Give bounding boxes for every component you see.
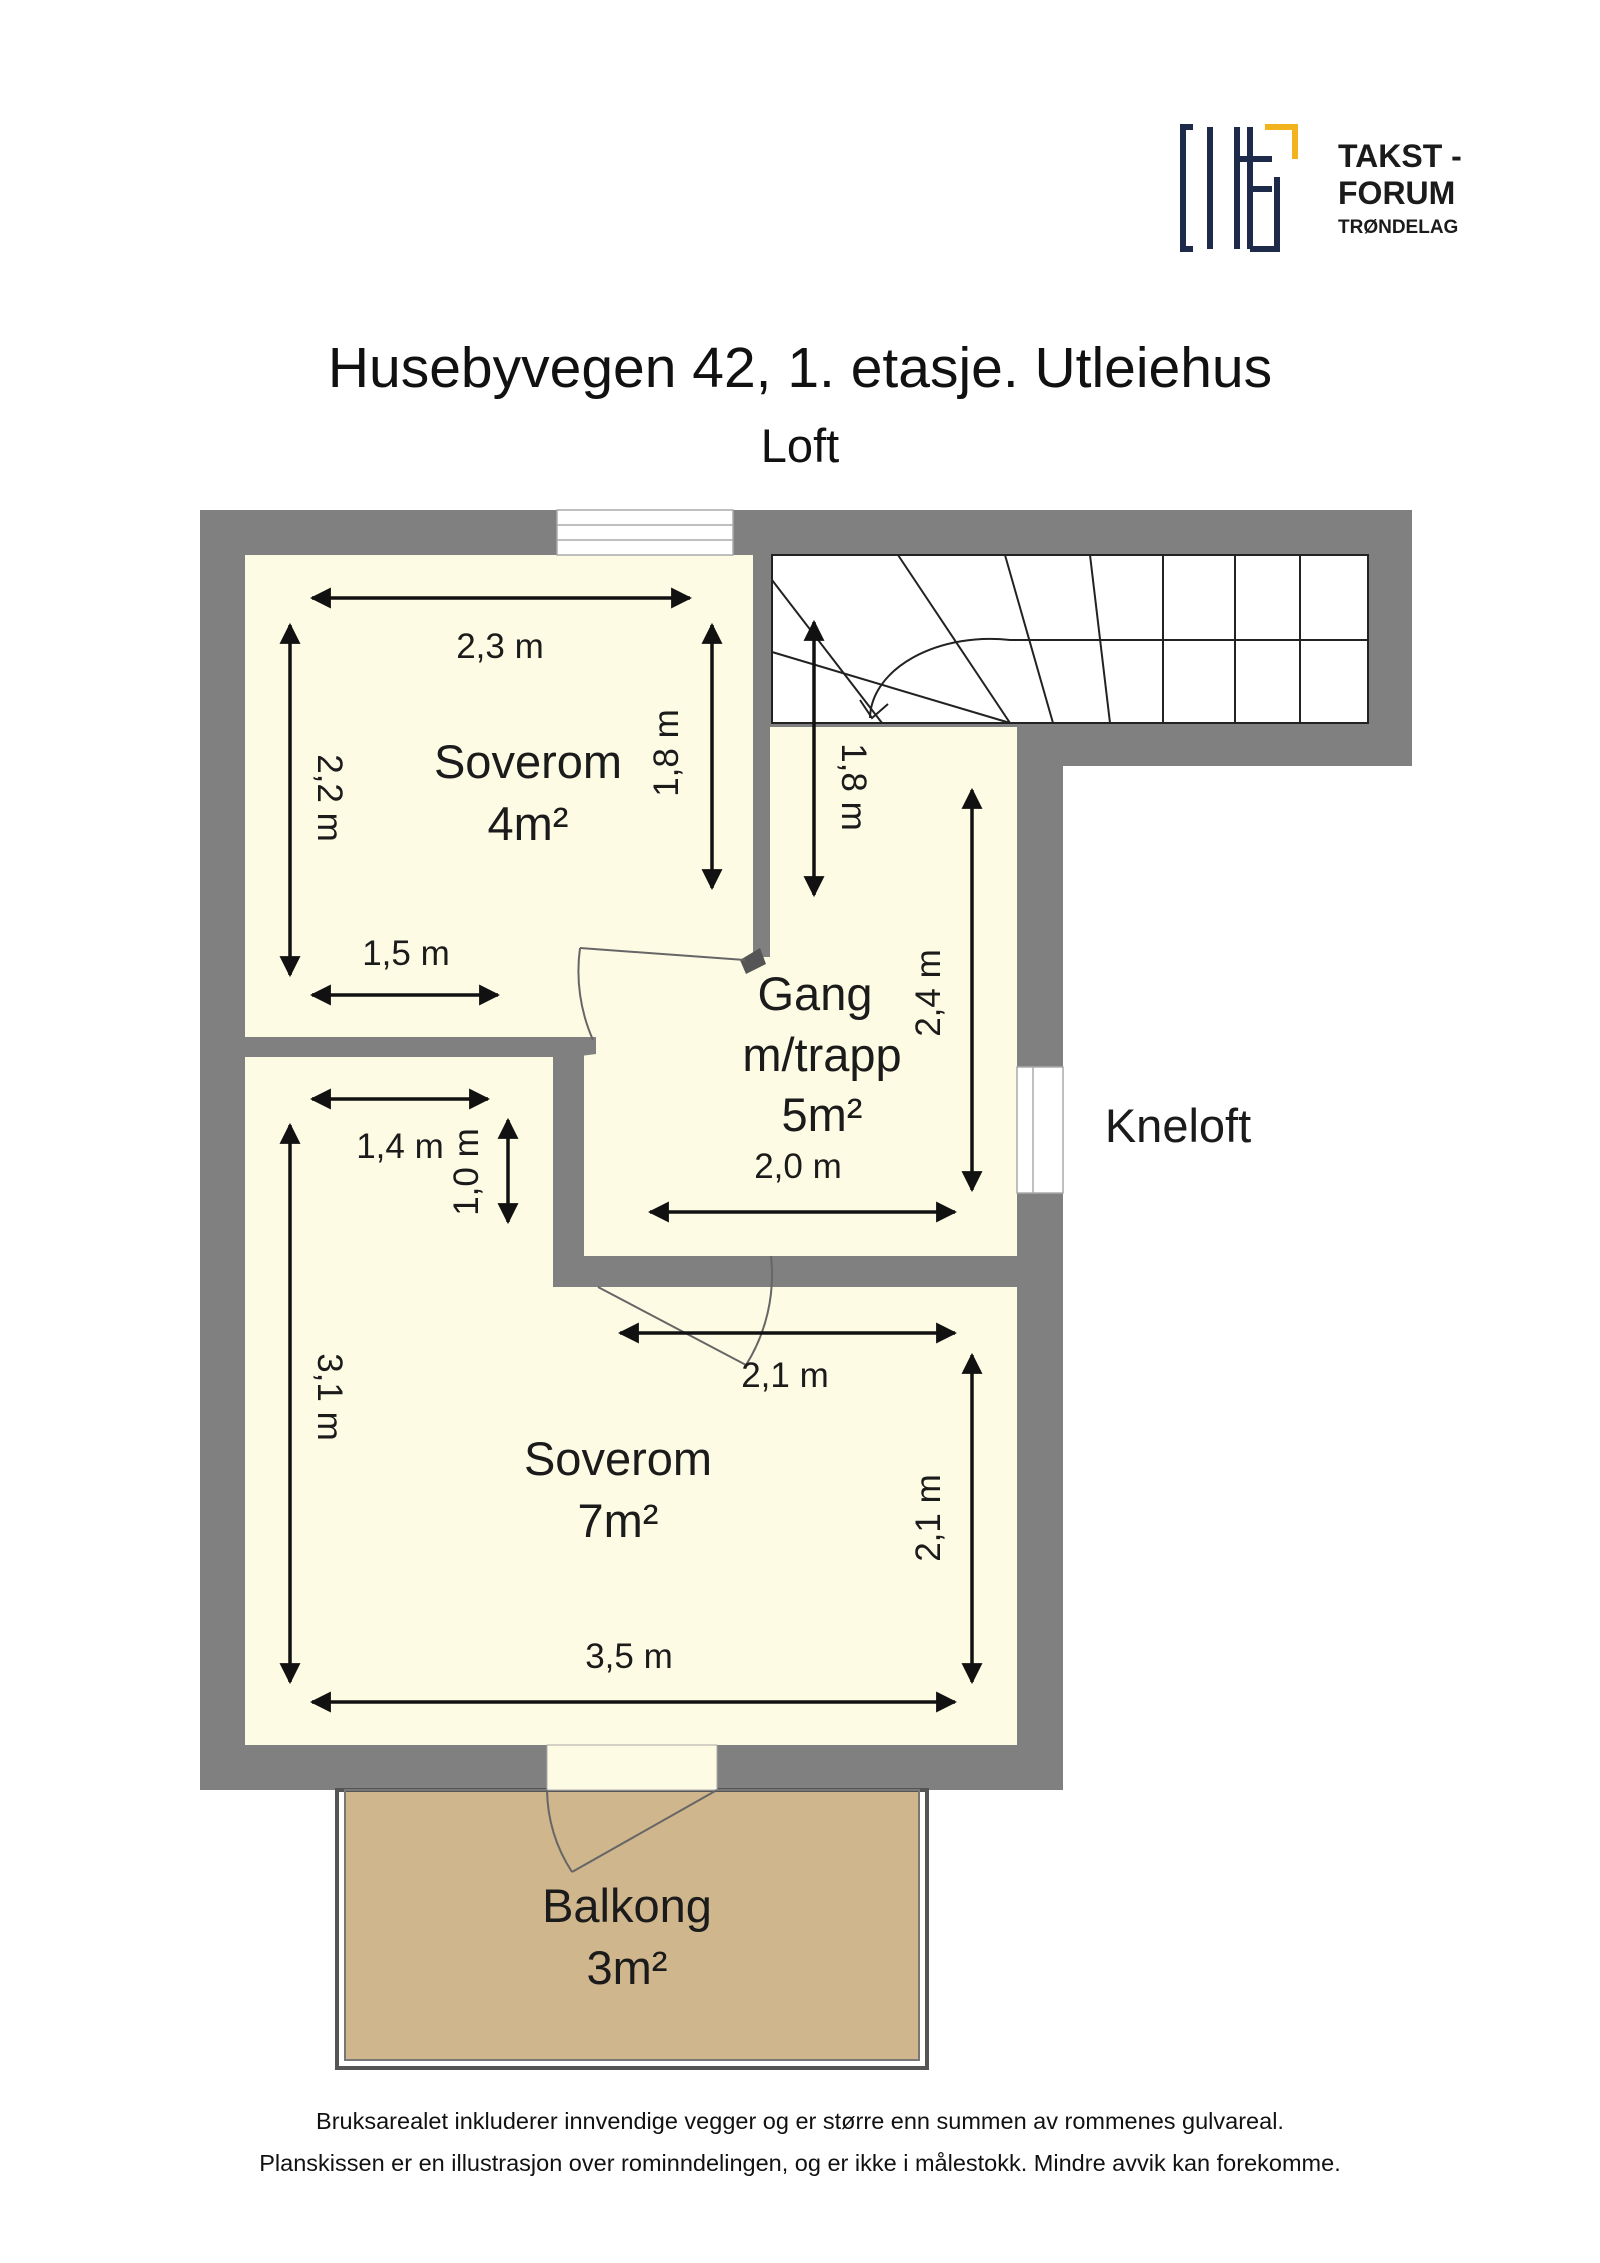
dim-3-5: 3,5 m	[585, 1637, 673, 1676]
room-area-soverom-top: 4m²	[488, 797, 569, 850]
plan-subtitle: Loft	[760, 419, 840, 472]
dimension-lines	[279, 587, 983, 1713]
dim-1-8-a: 1,8 m	[647, 709, 686, 797]
dim-2-1-h: 2,1 m	[741, 1356, 829, 1395]
footnote-line-1: Bruksarealet inkluderer innvendige vegge…	[316, 2108, 1284, 2134]
room-area-soverom-bottom: 7m²	[578, 1494, 659, 1547]
room-label-soverom-top: Soverom	[434, 735, 622, 788]
balcony-floor	[345, 1790, 919, 2060]
logo-line3: TRØNDELAG	[1338, 217, 1458, 238]
footnote-line-2: Planskissen er en illustrasjon over romi…	[259, 2150, 1341, 2176]
dim-1-4: 1,4 m	[356, 1127, 444, 1166]
room-label-kneloft: Kneloft	[1105, 1099, 1251, 1152]
room-gang	[584, 727, 1017, 1256]
plan-title: Husebyvegen 42, 1. etasje. Utleiehus	[327, 336, 1273, 400]
room-label-gang-2: m/trapp	[742, 1028, 901, 1081]
room-soverom-top	[245, 555, 753, 1037]
dim-1-5: 1,5 m	[362, 934, 450, 973]
dim-2-0: 2,0 m	[754, 1147, 842, 1186]
room-soverom-bottom	[245, 1057, 1017, 1745]
room-label-gang-1: Gang	[758, 967, 873, 1020]
dim-3-1: 3,1 m	[310, 1353, 349, 1441]
logo-line2: FORUM	[1338, 175, 1455, 211]
room-label-soverom-bottom: Soverom	[524, 1432, 712, 1485]
dim-1-8-b: 1,8 m	[834, 743, 873, 831]
kneloft-opening	[1016, 1066, 1064, 1194]
dim-2-1-v: 2,1 m	[909, 1474, 948, 1562]
logo-line1: TAKST -	[1338, 138, 1462, 174]
logo-mark: TAKST - FORUM TRØNDELAG	[1180, 124, 1462, 252]
dim-1-0: 1,0 m	[447, 1128, 486, 1216]
takstforum-logo: TAKST - FORUM TRØNDELAG	[1180, 122, 1490, 262]
door-swings	[546, 947, 774, 1873]
window-top	[556, 509, 734, 556]
room-area-balkong: 3m²	[587, 1941, 668, 1994]
room-area-gang: 5m²	[782, 1088, 863, 1141]
balcony-door-opening	[546, 1744, 718, 1791]
dim-2-4: 2,4 m	[909, 949, 948, 1037]
dim-2-2: 2,2 m	[310, 754, 349, 842]
dim-2-3: 2,3 m	[456, 627, 544, 666]
room-label-balkong: Balkong	[542, 1879, 712, 1932]
